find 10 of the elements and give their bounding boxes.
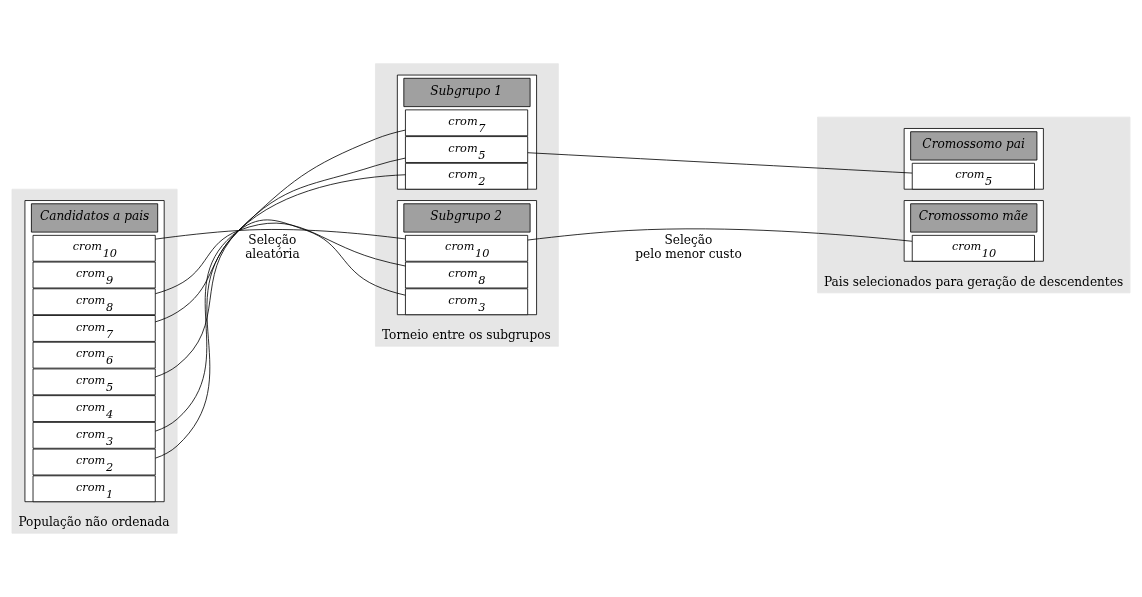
connector [155,222,406,295]
connector [155,174,406,459]
label: Seleção pelo menor custo [635,233,742,262]
connector [527,152,913,174]
connector [154,129,406,323]
connector [155,219,406,432]
connector [527,228,913,242]
label: Seleção aleatória [245,233,300,262]
connector [154,157,406,378]
connector [154,229,406,240]
